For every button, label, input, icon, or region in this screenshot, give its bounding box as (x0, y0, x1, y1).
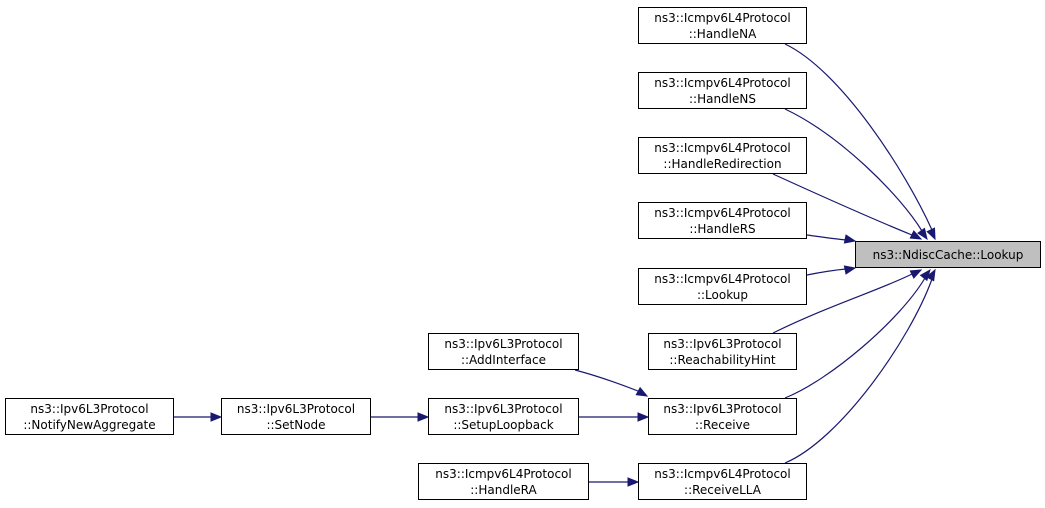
node-ndisccache-lookup: ns3::NdiscCache::Lookup (855, 241, 1041, 268)
edge-set-node-to-setup-loopback (371, 412, 430, 422)
edge-line (784, 108, 923, 232)
node-icmpv6-lookup[interactable]: ns3::Icmpv6L4Protocol ::Lookup (638, 268, 807, 305)
node-label-line-2: ::Receive (694, 417, 751, 432)
node-label-line-2: ::HandleRS (689, 221, 756, 236)
node-icmpv6-handlers[interactable]: ns3::Icmpv6L4Protocol ::HandleRS (638, 202, 807, 239)
node-label-line-1: ns3::Ipv6L3Protocol (236, 401, 356, 416)
edge-handle-redirection-to-lookup-root (772, 173, 923, 240)
node-label-line-1: ns3::Icmpv6L4Protocol (654, 75, 791, 90)
node-label-line-1: ns3::Ipv6L3Protocol (30, 401, 149, 416)
arrowhead-icon (627, 477, 640, 487)
edge-handle-ns-to-lookup-root (784, 108, 928, 241)
edge-add-interface-to-receive (574, 369, 649, 397)
node-label-line-2: ::Lookup (696, 287, 749, 302)
node-label: ns3::NdiscCache::Lookup (872, 247, 1024, 262)
node-label-line-2: ::HandleNS (689, 91, 756, 106)
arrowhead-icon (925, 268, 936, 282)
edge-handle-na-to-lookup-root (784, 43, 936, 241)
edge-line (806, 234, 847, 241)
node-label-line-1: ns3::Icmpv6L4Protocol (654, 271, 791, 286)
edge-icmp-lookup-to-lookup-root (806, 265, 857, 276)
node-label-line-1: ns3::Icmpv6L4Protocol (654, 10, 791, 25)
arrowhead-icon (909, 230, 923, 240)
edge-notify-new-aggregate-to-set-node (174, 412, 223, 422)
node-icmpv6-handlera[interactable]: ns3::Icmpv6L4Protocol ::HandleRA (418, 463, 589, 500)
arrowhead-icon (917, 227, 928, 241)
node-label-line-2: ::ReceiveLLA (684, 482, 761, 497)
node-label-line-2: ::SetNode (266, 417, 326, 432)
node-label-line-1: ns3::Ipv6L3Protocol (663, 401, 782, 416)
arrowhead-icon (843, 265, 857, 275)
node-label-line-2: ::AddInterface (460, 352, 547, 367)
arrowhead-icon (417, 412, 430, 422)
edge-setup-loopback-to-receive (579, 412, 650, 422)
node-label-line-1: ns3::Ipv6L3Protocol (444, 401, 563, 416)
arrowhead-icon (926, 227, 936, 241)
node-label-line-2: ::SetupLoopback (453, 417, 554, 432)
edge-handle-ra-to-receive-lla (589, 477, 640, 487)
arrowhead-icon (635, 386, 649, 397)
edge-reachability-hint-to-lookup-root (772, 269, 923, 334)
node-label-line-2: ::HandleNA (688, 26, 757, 41)
node-label-line-2: ::HandleRA (470, 482, 537, 497)
node-label-line-2: ::ReachabilityHint (669, 352, 776, 367)
node-label-line-1: ns3::Icmpv6L4Protocol (654, 466, 791, 481)
node-ipv6l3-setuploopback[interactable]: ns3::Ipv6L3Protocol ::SetupLoopback (428, 398, 579, 435)
edge-line (784, 278, 933, 464)
arrowhead-icon (909, 269, 923, 279)
node-label-line-1: ns3::Icmpv6L4Protocol (435, 466, 572, 481)
edge-line (772, 273, 913, 334)
node-ipv6l3-notifynewaggregate[interactable]: ns3::Ipv6L3Protocol ::NotifyNewAggregate (5, 398, 174, 435)
node-icmpv6-handlens[interactable]: ns3::Icmpv6L4Protocol ::HandleNS (638, 72, 807, 109)
node-label-line-1: ns3::Ipv6L3Protocol (444, 336, 563, 351)
node-icmpv6-handlena[interactable]: ns3::Icmpv6L4Protocol ::HandleNA (638, 7, 807, 44)
edge-receive-lla-to-lookup-root (784, 268, 936, 464)
edge-line (784, 277, 926, 399)
edge-line (806, 268, 847, 276)
edge-handle-rs-to-lookup-root (806, 234, 857, 244)
node-label-line-2: ::HandleRedirection (663, 156, 782, 171)
edge-line (574, 369, 639, 392)
edge-line (784, 43, 933, 231)
node-label-line-1: ns3::Icmpv6L4Protocol (654, 205, 791, 220)
node-ipv6l3-addinterface[interactable]: ns3::Ipv6L3Protocol ::AddInterface (428, 333, 579, 370)
node-icmpv6-receivella[interactable]: ns3::Icmpv6L4Protocol ::ReceiveLLA (638, 463, 807, 500)
arrowhead-icon (637, 412, 650, 422)
node-label-line-1: ns3::Icmpv6L4Protocol (654, 140, 791, 155)
arrowhead-icon (843, 234, 857, 244)
arrowhead-icon (210, 412, 223, 422)
edge-line (772, 173, 913, 236)
node-ipv6l3-receive[interactable]: ns3::Ipv6L3Protocol ::Receive (648, 398, 797, 435)
node-label-line-2: ::NotifyNewAggregate (23, 417, 156, 432)
node-ipv6l3-reachabilityhint[interactable]: ns3::Ipv6L3Protocol ::ReachabilityHint (648, 333, 797, 370)
node-icmpv6-handleredirection[interactable]: ns3::Icmpv6L4Protocol ::HandleRedirectio… (638, 137, 807, 174)
node-label-line-1: ns3::Ipv6L3Protocol (663, 336, 782, 351)
node-ipv6l3-setnode[interactable]: ns3::Ipv6L3Protocol ::SetNode (221, 398, 371, 435)
